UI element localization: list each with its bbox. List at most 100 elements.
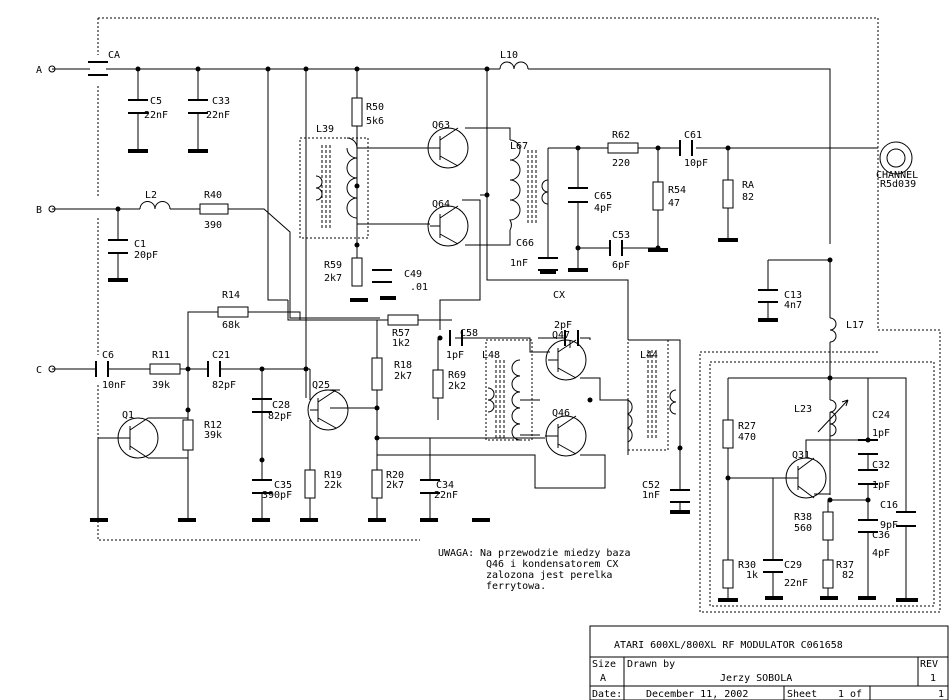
c21-value: 82pF — [212, 380, 236, 391]
r18-label: R18 — [394, 360, 412, 371]
r27-value: 470 — [738, 432, 756, 443]
r18-value: 2k7 — [394, 371, 412, 382]
q63-label: Q63 — [432, 120, 450, 131]
size-label: Size — [592, 659, 616, 670]
c1-value: 20pF — [134, 250, 158, 261]
q1-label: Q1 — [122, 410, 134, 421]
channel-label: CHANNEL — [876, 170, 918, 181]
junctions — [115, 66, 871, 503]
c53-value: 6pF — [612, 260, 630, 271]
r54-value: 47 — [668, 198, 680, 209]
c58-value: 1pF — [446, 350, 464, 361]
note-line-4: ferrytowa. — [486, 581, 546, 592]
c24-value: 1pF — [872, 428, 890, 439]
r57-label: R57 — [392, 328, 410, 339]
r11-label: R11 — [152, 350, 170, 361]
r14-label: R14 — [222, 290, 240, 301]
r30-value: 1k — [746, 570, 758, 581]
c5-value: 22nF — [144, 110, 168, 121]
c49-value: .01 — [410, 282, 428, 293]
ra-label: RA — [742, 180, 754, 191]
c5-label: C5 — [150, 96, 162, 107]
c34-label: C34 — [436, 480, 454, 491]
q46-symbol — [545, 415, 587, 457]
r50-label: R50 — [366, 102, 384, 113]
size-value: A — [600, 673, 606, 684]
r11-value: 39k — [152, 380, 170, 391]
r20-value: 2k7 — [386, 480, 404, 491]
c66-value: 1nF — [510, 258, 528, 269]
q63-symbol — [427, 127, 469, 169]
r50-value: 5k6 — [366, 116, 384, 127]
r54-label: R54 — [668, 185, 686, 196]
l17-label: L17 — [846, 320, 864, 331]
q64-symbol — [427, 205, 469, 247]
q47-label: Q47 — [552, 330, 570, 341]
c29-value: 22nF — [784, 578, 808, 589]
c53-label: C53 — [612, 230, 630, 241]
resistors — [149, 97, 834, 589]
c21-label: C21 — [212, 350, 230, 361]
r37-value: 82 — [842, 570, 854, 581]
c1-label: C1 — [134, 239, 146, 250]
l44-label: L44 — [640, 350, 658, 361]
r12-value: 39k — [204, 430, 222, 441]
c49-label: C49 — [404, 269, 422, 280]
date-value: December 11, 2002 — [646, 689, 748, 700]
r62-label: R62 — [612, 130, 630, 141]
c61-label: C61 — [684, 130, 702, 141]
component-labels: CA C5 22nF C33 22nF L10 L39 R50 5k6 Q63 … — [102, 50, 918, 589]
cx-label: CX — [553, 290, 565, 301]
shield-outline — [97, 17, 941, 613]
c13-value: 4n7 — [784, 300, 802, 311]
c58-label: C58 — [460, 328, 478, 339]
q25-label: Q25 — [312, 380, 330, 391]
ca-label: CA — [108, 50, 120, 61]
c52-value: 1nF — [642, 490, 660, 501]
r38-label: R38 — [794, 512, 812, 523]
q47-symbol — [545, 339, 587, 381]
c65-value: 4pF — [594, 203, 612, 214]
c33-label: C33 — [212, 96, 230, 107]
c33-value: 22nF — [206, 110, 230, 121]
c28-label: C28 — [272, 400, 290, 411]
r14-value: 68k — [222, 320, 240, 331]
r40-label: R40 — [204, 190, 222, 201]
l10-label: L10 — [500, 50, 518, 61]
ra-value: 82 — [742, 192, 754, 203]
note-line-3: zalozona jest perelka — [486, 570, 612, 581]
c52-label: C52 — [642, 480, 660, 491]
c35-value: 390pF — [262, 490, 292, 501]
c32-label: C32 — [872, 460, 890, 471]
q31-symbol — [785, 457, 827, 499]
l67-label: L67 — [510, 141, 528, 152]
r57-value: 1k2 — [392, 338, 410, 349]
r19-value: 22k — [324, 480, 342, 491]
q46-label: Q46 — [552, 408, 570, 419]
c24-label: C24 — [872, 410, 890, 421]
input-ports — [48, 65, 56, 373]
note-line-1: Na przewodzie miedzy baza — [480, 548, 631, 559]
r59-label: R59 — [324, 260, 342, 271]
capacitors — [88, 61, 916, 573]
r20-label: R20 — [386, 470, 404, 481]
port-c-label: C — [36, 365, 42, 376]
l48-label: L48 — [482, 350, 500, 361]
c29-label: C29 — [784, 560, 802, 571]
c6-label: C6 — [102, 350, 114, 361]
transistors — [97, 127, 827, 520]
l2-label: L2 — [145, 190, 157, 201]
r27-label: R27 — [738, 421, 756, 432]
q64-label: Q64 — [432, 199, 450, 210]
c32-value: 1pF — [872, 480, 890, 491]
r69-value: 2k2 — [448, 381, 466, 392]
title-text: ATARI 600XL/800XL RF MODULATOR C061658 — [614, 640, 843, 651]
c13-label: C13 — [784, 290, 802, 301]
q25-symbol — [307, 389, 349, 431]
inductors — [139, 61, 849, 443]
note-head: UWAGA: — [438, 548, 474, 559]
c36-value: 4pF — [872, 548, 890, 559]
sheet-value: 1 of — [838, 689, 862, 700]
title-block: ATARI 600XL/800XL RF MODULATOR C061658 S… — [589, 625, 949, 700]
